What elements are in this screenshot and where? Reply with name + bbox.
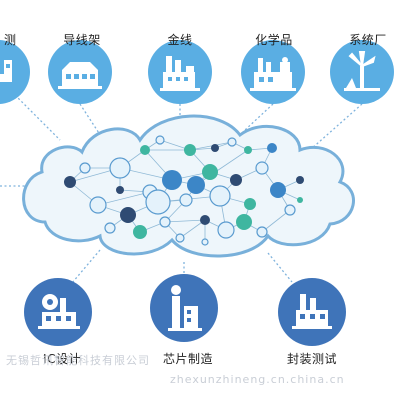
connector-ic-design <box>71 249 101 284</box>
network-node <box>89 196 107 214</box>
network-edge <box>195 149 249 186</box>
lead-frame-factory-icon <box>58 62 102 89</box>
network-node <box>217 221 235 239</box>
network-node <box>297 197 303 203</box>
bottom-node-packaging <box>278 278 346 346</box>
top-node-jinxian <box>148 40 212 104</box>
network-node <box>159 216 171 228</box>
ic-design-factory-icon <box>38 294 80 329</box>
top-node-huaxuepin <box>241 40 305 104</box>
network-node <box>187 176 205 194</box>
network-node <box>202 164 218 180</box>
network-node <box>296 176 304 184</box>
top-label-ce: 测 <box>4 33 17 47</box>
top-label-daoxianjia: 导线架 <box>63 33 101 47</box>
network-node <box>133 225 147 239</box>
network-node <box>120 207 136 223</box>
network-node <box>255 161 269 175</box>
network-node <box>109 157 131 179</box>
network-node <box>256 226 268 238</box>
network-node <box>162 170 182 190</box>
network-node <box>116 186 124 194</box>
network-node <box>227 137 237 147</box>
network-node <box>209 185 231 207</box>
watermark-url: zhexunzhineng.cn.china.cn <box>170 373 345 386</box>
network-node <box>155 135 165 145</box>
network-node <box>145 189 171 215</box>
network-node <box>201 238 209 246</box>
network-edge <box>189 141 233 151</box>
gold-wire-factory-icon <box>160 56 200 91</box>
bottom-node-ic-design <box>24 278 92 346</box>
wind-turbine-icon <box>344 51 380 91</box>
chip-fab-icon <box>168 285 202 331</box>
chemical-plant-icon <box>250 57 296 91</box>
network-node <box>284 204 296 216</box>
network-node <box>104 222 116 234</box>
connector-packaging <box>267 252 293 283</box>
connector-xitongchang <box>309 103 363 151</box>
network-node <box>230 174 242 186</box>
top-node-ce <box>0 40 30 104</box>
node-circle <box>0 40 30 104</box>
bottom-label-packaging: 封装测试 <box>286 352 338 366</box>
network-node <box>200 215 210 225</box>
connector-huaxuepin <box>244 103 274 131</box>
network-node <box>267 143 277 153</box>
network-node <box>140 145 150 155</box>
network-edge <box>179 219 206 239</box>
bottom-label-ic-design: IC设计 <box>43 352 81 366</box>
top-label-jinxian: 金线 <box>167 33 193 47</box>
network-node <box>236 214 252 230</box>
top-label-huaxuepin: 化学品 <box>255 33 293 47</box>
network-node <box>64 176 76 188</box>
network-node <box>270 182 286 198</box>
packaging-factory-icon <box>292 294 332 329</box>
top-label-xitongchang: 系统厂 <box>349 33 387 47</box>
network-node <box>179 193 193 207</box>
network-edge <box>164 219 206 223</box>
bottom-label-chip-fab: 芯片制造 <box>162 352 214 366</box>
network-node <box>184 144 196 156</box>
test-equipment-icon <box>0 60 12 82</box>
watermark-company: 无锡哲讯智能科技有限公司 <box>6 354 150 367</box>
top-node-xitongchang <box>330 40 394 104</box>
network-edge <box>261 209 291 233</box>
network-edge <box>97 191 151 206</box>
network-node <box>175 233 185 243</box>
top-node-daoxianjia <box>48 40 112 104</box>
network-node <box>244 146 252 154</box>
bottom-node-chip-fab <box>150 274 218 342</box>
network-node <box>244 198 256 210</box>
network-node <box>79 162 91 174</box>
network-nodes <box>64 135 304 246</box>
network-node <box>211 144 219 152</box>
